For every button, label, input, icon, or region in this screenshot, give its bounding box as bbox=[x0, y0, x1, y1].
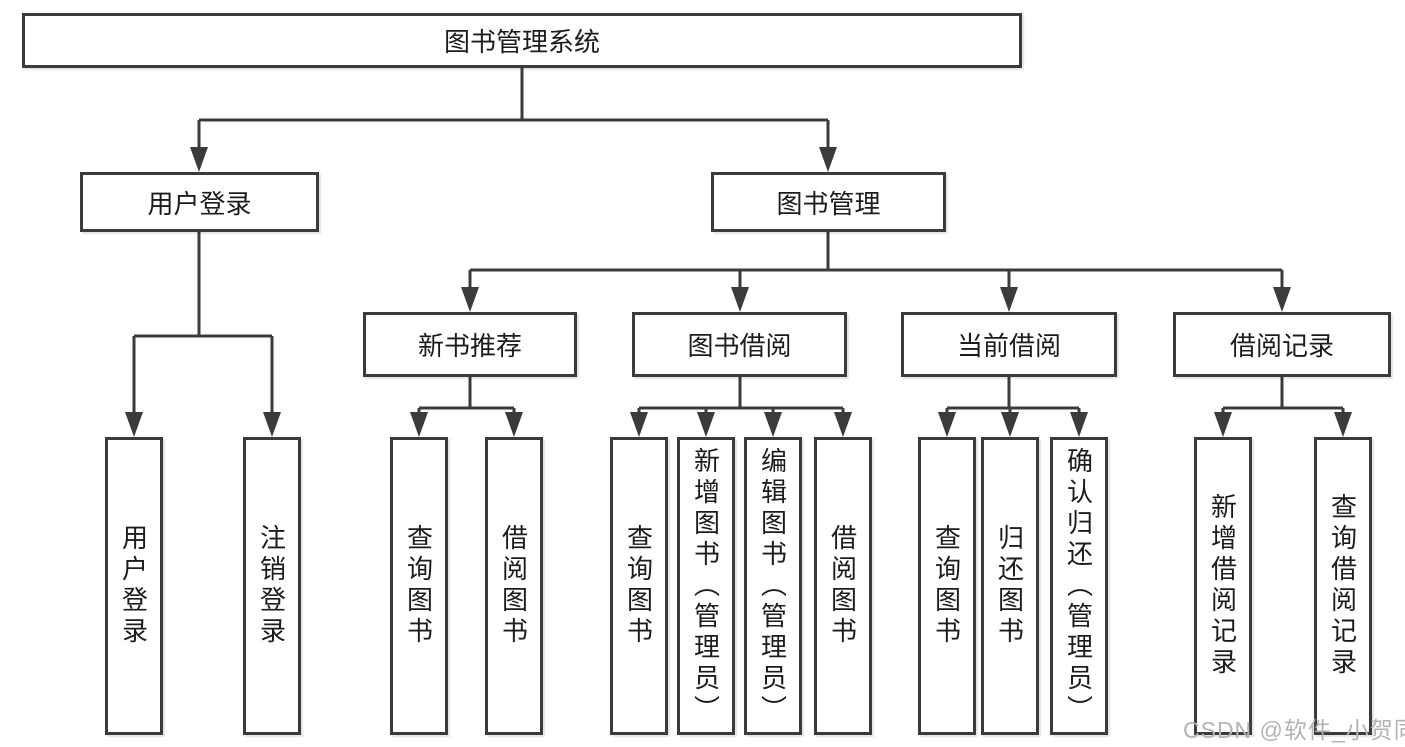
node-user-login: 用户登录 bbox=[80, 172, 319, 232]
leaf-label: 新增图书（管理员） bbox=[690, 446, 721, 726]
node-new-book-recommendation: 新书推荐 bbox=[363, 312, 577, 377]
leaf-add-books-admin: 新增图书（管理员） bbox=[677, 437, 735, 735]
leaf-label: 借阅图书 bbox=[827, 524, 858, 648]
leaf-label: 编辑图书（管理员） bbox=[757, 446, 788, 726]
leaf-label: 查询图书 bbox=[931, 524, 962, 648]
leaf-user-login: 用户登录 bbox=[105, 437, 163, 735]
connector-current-to-leaves bbox=[945, 377, 1081, 416]
leaf-label: 新增借阅记录 bbox=[1207, 493, 1238, 679]
node-book-management: 图书管理 bbox=[711, 172, 946, 232]
connector-recommend-to-leaves bbox=[417, 377, 516, 416]
watermark: CSDN @软件_小贺同学 bbox=[1183, 717, 1405, 743]
leaf-label: 归还图书 bbox=[994, 524, 1025, 648]
leaf-borrow-books-recommend: 借阅图书 bbox=[485, 437, 543, 735]
leaf-label: 查询借阅记录 bbox=[1327, 493, 1358, 679]
leaf-edit-books-admin: 编辑图书（管理员） bbox=[744, 437, 802, 735]
leaf-label: 用户登录 bbox=[118, 524, 149, 648]
leaf-search-books-recommend: 查询图书 bbox=[390, 437, 448, 735]
connector-borrow-to-leaves bbox=[637, 377, 845, 416]
connector-records-to-leaves bbox=[1221, 377, 1345, 416]
node-book-borrowing: 图书借阅 bbox=[632, 312, 847, 377]
leaf-confirm-return-admin: 确认归还（管理员） bbox=[1050, 437, 1108, 735]
node-current-borrowing: 当前借阅 bbox=[901, 312, 1117, 377]
leaf-return-books: 归还图书 bbox=[981, 437, 1039, 735]
leaf-logout: 注销登录 bbox=[243, 437, 301, 735]
leaf-add-borrow-record: 新增借阅记录 bbox=[1194, 437, 1252, 735]
node-library-management-system: 图书管理系统 bbox=[22, 13, 1022, 68]
node-borrowing-records: 借阅记录 bbox=[1173, 312, 1391, 377]
leaf-search-books-current: 查询图书 bbox=[918, 437, 976, 735]
leaf-label: 注销登录 bbox=[256, 524, 287, 648]
leaf-borrow-books: 借阅图书 bbox=[814, 437, 872, 735]
leaf-label: 查询图书 bbox=[623, 524, 654, 648]
leaf-search-books-borrow: 查询图书 bbox=[610, 437, 668, 735]
connector-root-to-level2 bbox=[197, 68, 830, 152]
leaf-label: 借阅图书 bbox=[498, 524, 529, 648]
leaf-label: 查询图书 bbox=[403, 524, 434, 648]
connector-bookmgmt-to-level3 bbox=[468, 232, 1284, 292]
leaf-label: 确认归还（管理员） bbox=[1063, 446, 1094, 726]
connector-userlogin-to-leaves bbox=[132, 232, 274, 416]
leaf-search-borrow-record: 查询借阅记录 bbox=[1314, 437, 1372, 735]
arrowheads bbox=[125, 147, 1352, 437]
